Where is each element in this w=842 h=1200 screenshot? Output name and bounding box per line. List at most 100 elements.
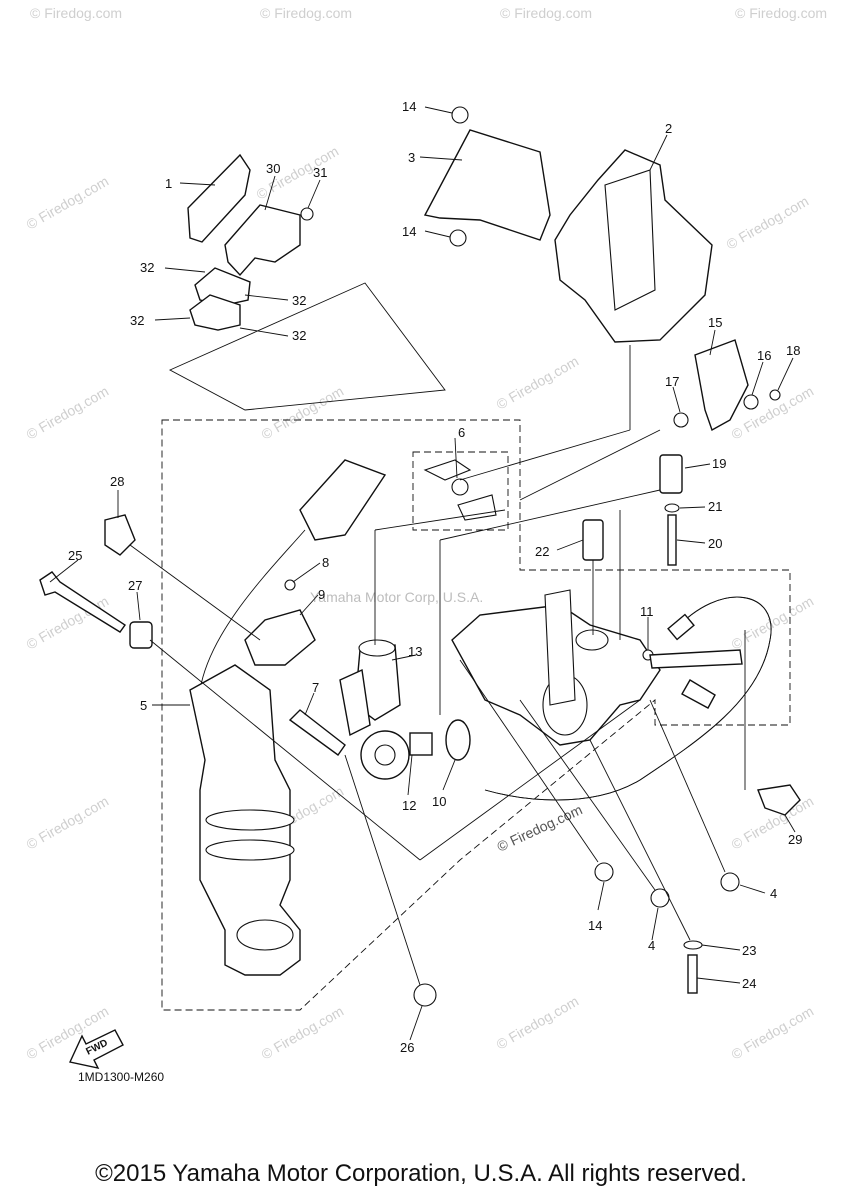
- part-4-nut: [720, 872, 740, 892]
- part-16-collar: [743, 394, 759, 410]
- part-12-gear-hub: [374, 744, 396, 766]
- watermark-layer: © Firedog.com © Firedog.com © Firedog.co…: [24, 5, 828, 1063]
- watermark: © Firedog.com: [735, 5, 827, 21]
- callout-28: 28: [110, 474, 124, 489]
- callout-labels: 1 2 3 4 4 5 6 7 8 9 10 11 12 13 14 14 14…: [68, 99, 802, 1055]
- part-9-mount: [244, 609, 316, 666]
- copyright-notice: ©2015 Yamaha Motor Corporation, U.S.A. A…: [95, 1160, 747, 1187]
- callout-22: 22: [535, 544, 549, 559]
- exploded-view-frame: [168, 282, 446, 411]
- watermark: © Firedog.com: [729, 1003, 817, 1063]
- callout-5: 5: [140, 698, 147, 713]
- part-8-screw: [284, 579, 296, 591]
- callout-16: 16: [757, 348, 771, 363]
- watermark: © Firedog.com: [30, 5, 122, 21]
- part-22-collar: [582, 519, 604, 561]
- callout-18: 18: [786, 343, 800, 358]
- hose-fitting: [667, 613, 695, 641]
- part-6-clip: [423, 459, 472, 481]
- watermark: © Firedog.com: [494, 993, 582, 1053]
- part-10-seal: [445, 719, 471, 761]
- callout-14: 14: [588, 918, 602, 933]
- part-30-bracket: [224, 204, 301, 277]
- callout-14: 14: [402, 224, 416, 239]
- assembly-outline: [161, 419, 791, 1011]
- callout-3: 3: [408, 150, 415, 165]
- part-2-cover-detail: [604, 169, 656, 311]
- callout-32: 32: [140, 260, 154, 275]
- callout-4: 4: [770, 886, 777, 901]
- callout-25: 25: [68, 548, 82, 563]
- callout-26: 26: [400, 1040, 414, 1055]
- part-13-motor-cap: [358, 639, 396, 657]
- callout-24: 24: [742, 976, 756, 991]
- part-15-bracket: [694, 339, 749, 432]
- valve-arm: [544, 589, 576, 706]
- watermark: © Firedog.com: [24, 593, 112, 653]
- part-17-collar: [673, 412, 689, 428]
- part-14-nut: [451, 106, 469, 124]
- part-23-washer: [683, 940, 703, 950]
- part-28-connector: [104, 514, 136, 556]
- center-watermark: Yamaha Motor Corp, U.S.A.: [310, 589, 483, 605]
- callout-12: 12: [402, 798, 416, 813]
- watermark: © Firedog.com: [24, 793, 112, 853]
- callout-29: 29: [788, 832, 802, 847]
- watermark: © Firedog.com: [24, 173, 112, 233]
- part-32-clip: [189, 294, 241, 331]
- part-1-bracket: [187, 153, 251, 243]
- part-18-bolt: [769, 389, 781, 401]
- part-27-collar: [129, 621, 153, 649]
- watermark: © Firedog.com: [729, 593, 817, 653]
- callout-9: 9: [318, 587, 325, 602]
- watermark: © Firedog.com: [260, 5, 352, 21]
- callout-4: 4: [648, 938, 655, 953]
- callout-21: 21: [708, 499, 722, 514]
- part-24-bolt: [687, 954, 698, 994]
- watermark: © Firedog.com: [500, 5, 592, 21]
- leader-lines: [49, 106, 796, 1041]
- shock-spring-seat: [236, 919, 294, 951]
- part-3-bracket: [423, 129, 551, 241]
- callout-10: 10: [432, 794, 446, 809]
- part-31-bolt: [300, 207, 314, 221]
- callout-32: 32: [292, 328, 306, 343]
- fitting-nipple: [681, 679, 716, 709]
- callout-27: 27: [128, 578, 142, 593]
- callout-1: 1: [165, 176, 172, 191]
- shock-spring-coil: [205, 839, 295, 861]
- callout-8: 8: [322, 555, 329, 570]
- callout-11: 11: [640, 604, 654, 619]
- watermark: © Firedog.com: [495, 801, 585, 854]
- watermark: © Firedog.com: [494, 353, 582, 413]
- callout-19: 19: [712, 456, 726, 471]
- callout-23: 23: [742, 943, 756, 958]
- callout-20: 20: [708, 536, 722, 551]
- part-12-bearing: [409, 732, 433, 756]
- reservoir-hose: [199, 529, 306, 691]
- valve-boss: [575, 629, 609, 651]
- fitting-pipe: [649, 649, 743, 669]
- callout-15: 15: [708, 315, 722, 330]
- shock-spring-coil: [205, 809, 295, 831]
- part-14-nut: [594, 862, 614, 882]
- callout-17: 17: [665, 374, 679, 389]
- part-19-collar: [659, 454, 683, 494]
- part-7-collar: [288, 709, 346, 756]
- part-13-bracket: [339, 668, 371, 737]
- watermark: © Firedog.com: [259, 383, 347, 443]
- callout-2: 2: [665, 121, 672, 136]
- reservoir: [299, 459, 387, 541]
- part-29-clamp: [757, 784, 801, 816]
- callout-30: 30: [266, 161, 280, 176]
- diagram-code: 1MD1300-M260: [78, 1070, 165, 1084]
- part-26-nut: [413, 983, 437, 1007]
- hose-inner: [484, 596, 772, 801]
- part-6-damper: [451, 478, 469, 496]
- watermark: © Firedog.com: [259, 1003, 347, 1063]
- part-25-bolt: [39, 571, 126, 633]
- part-14-nut: [449, 229, 467, 247]
- watermark: © Firedog.com: [24, 383, 112, 443]
- callout-14: 14: [402, 99, 416, 114]
